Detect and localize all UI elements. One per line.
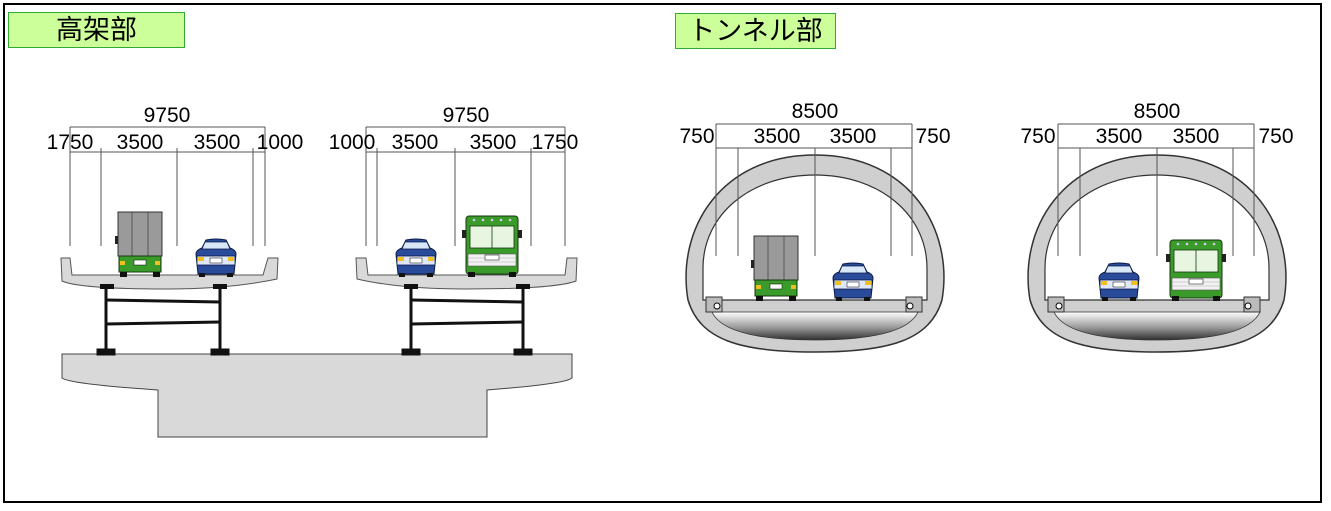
dimension-total-label: 9750 bbox=[443, 104, 490, 127]
tunnel-left-dimensions bbox=[715, 123, 913, 256]
car-icon bbox=[395, 238, 437, 278]
viaduct-cross-section bbox=[60, 211, 578, 438]
dimension-segment-label: 3500 bbox=[754, 125, 801, 148]
viaduct-deck-right bbox=[355, 257, 578, 290]
dimension-segment-label: 3500 bbox=[1173, 125, 1220, 148]
dimension-segment-label: 750 bbox=[1258, 125, 1293, 148]
tunnel-section-title: トンネル部 bbox=[675, 13, 836, 49]
dimension-segment-label: 3500 bbox=[470, 131, 517, 154]
dimension-segment-label: 750 bbox=[915, 125, 950, 148]
dimension-segment-label: 1000 bbox=[257, 131, 304, 154]
viaduct-section-title: 高架部 bbox=[8, 12, 185, 48]
dimension-segment-label: 3500 bbox=[392, 131, 439, 154]
dimension-segment-label: 1750 bbox=[532, 131, 579, 154]
dimension-segment-label: 750 bbox=[679, 125, 714, 148]
dimension-segment-label: 3500 bbox=[117, 131, 164, 154]
truck-icon bbox=[750, 235, 799, 302]
dimension-total-label: 8500 bbox=[1134, 100, 1181, 123]
viaduct-steel-frame-right bbox=[401, 288, 533, 356]
bus-icon bbox=[1165, 239, 1227, 302]
viaduct-right-dimensions bbox=[365, 126, 566, 246]
dimension-segment-label: 1000 bbox=[329, 131, 376, 154]
viaduct-steel-frame-left bbox=[96, 288, 230, 356]
dimension-segment-label: 3500 bbox=[1096, 125, 1143, 148]
dimension-segment-label: 3500 bbox=[830, 125, 877, 148]
bus-icon bbox=[461, 215, 523, 278]
dimension-segment-label: 1750 bbox=[47, 131, 94, 154]
viaduct-pier bbox=[61, 353, 573, 438]
car-icon bbox=[195, 238, 237, 278]
truck-icon bbox=[114, 211, 163, 278]
viaduct-deck-left bbox=[60, 257, 279, 290]
dimension-segment-label: 3500 bbox=[194, 131, 241, 154]
dimension-total-label: 8500 bbox=[792, 100, 839, 123]
dimension-segment-label: 750 bbox=[1020, 125, 1055, 148]
viaduct-left-dimensions bbox=[69, 126, 266, 246]
tunnel-right-dimensions bbox=[1057, 123, 1255, 256]
dimension-total-label: 9750 bbox=[144, 104, 191, 127]
